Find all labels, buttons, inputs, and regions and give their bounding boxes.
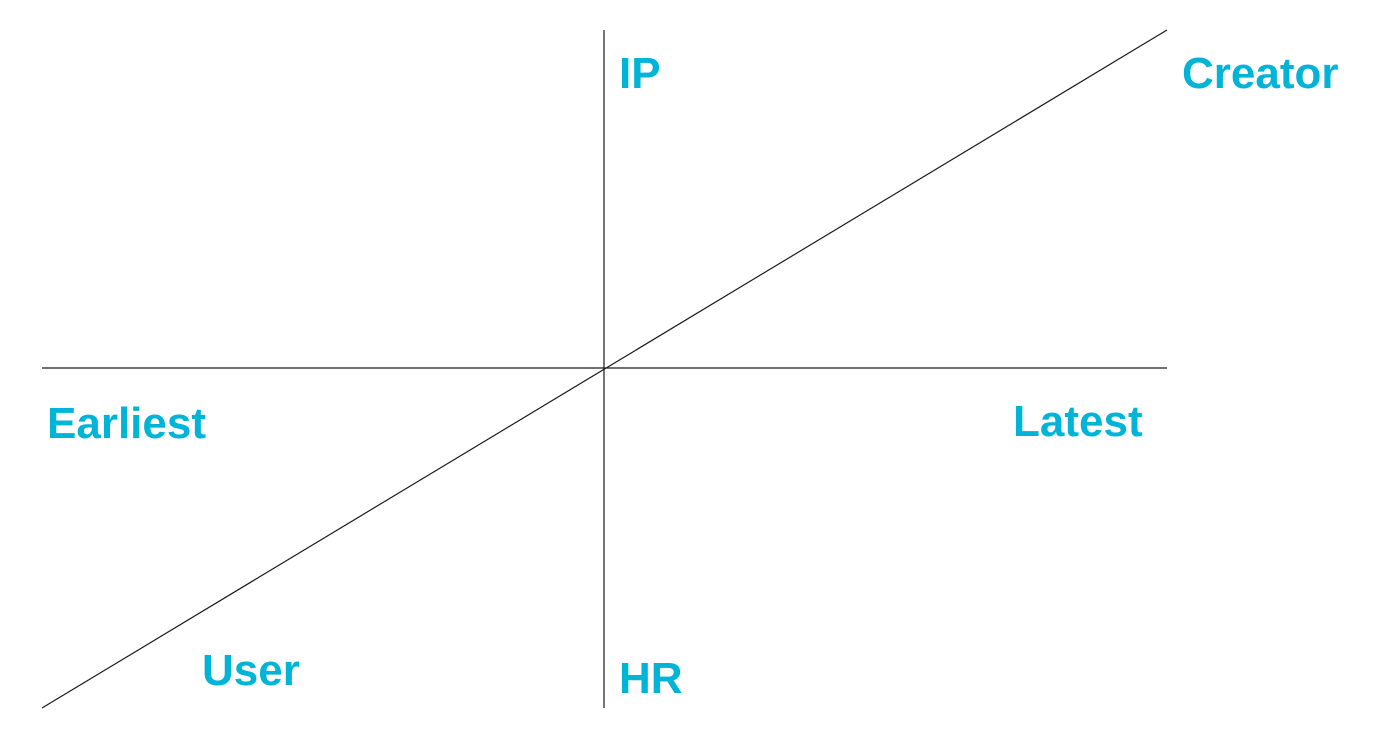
- label-diagonal-top-right: Creator: [1182, 49, 1339, 98]
- label-right: Latest: [1013, 397, 1143, 446]
- diagonal-axis: [41, 29, 1168, 709]
- label-top: IP: [619, 49, 661, 98]
- label-diagonal-bottom-left: User: [202, 646, 300, 695]
- label-left: Earliest: [47, 399, 206, 448]
- label-bottom: HR: [619, 654, 683, 703]
